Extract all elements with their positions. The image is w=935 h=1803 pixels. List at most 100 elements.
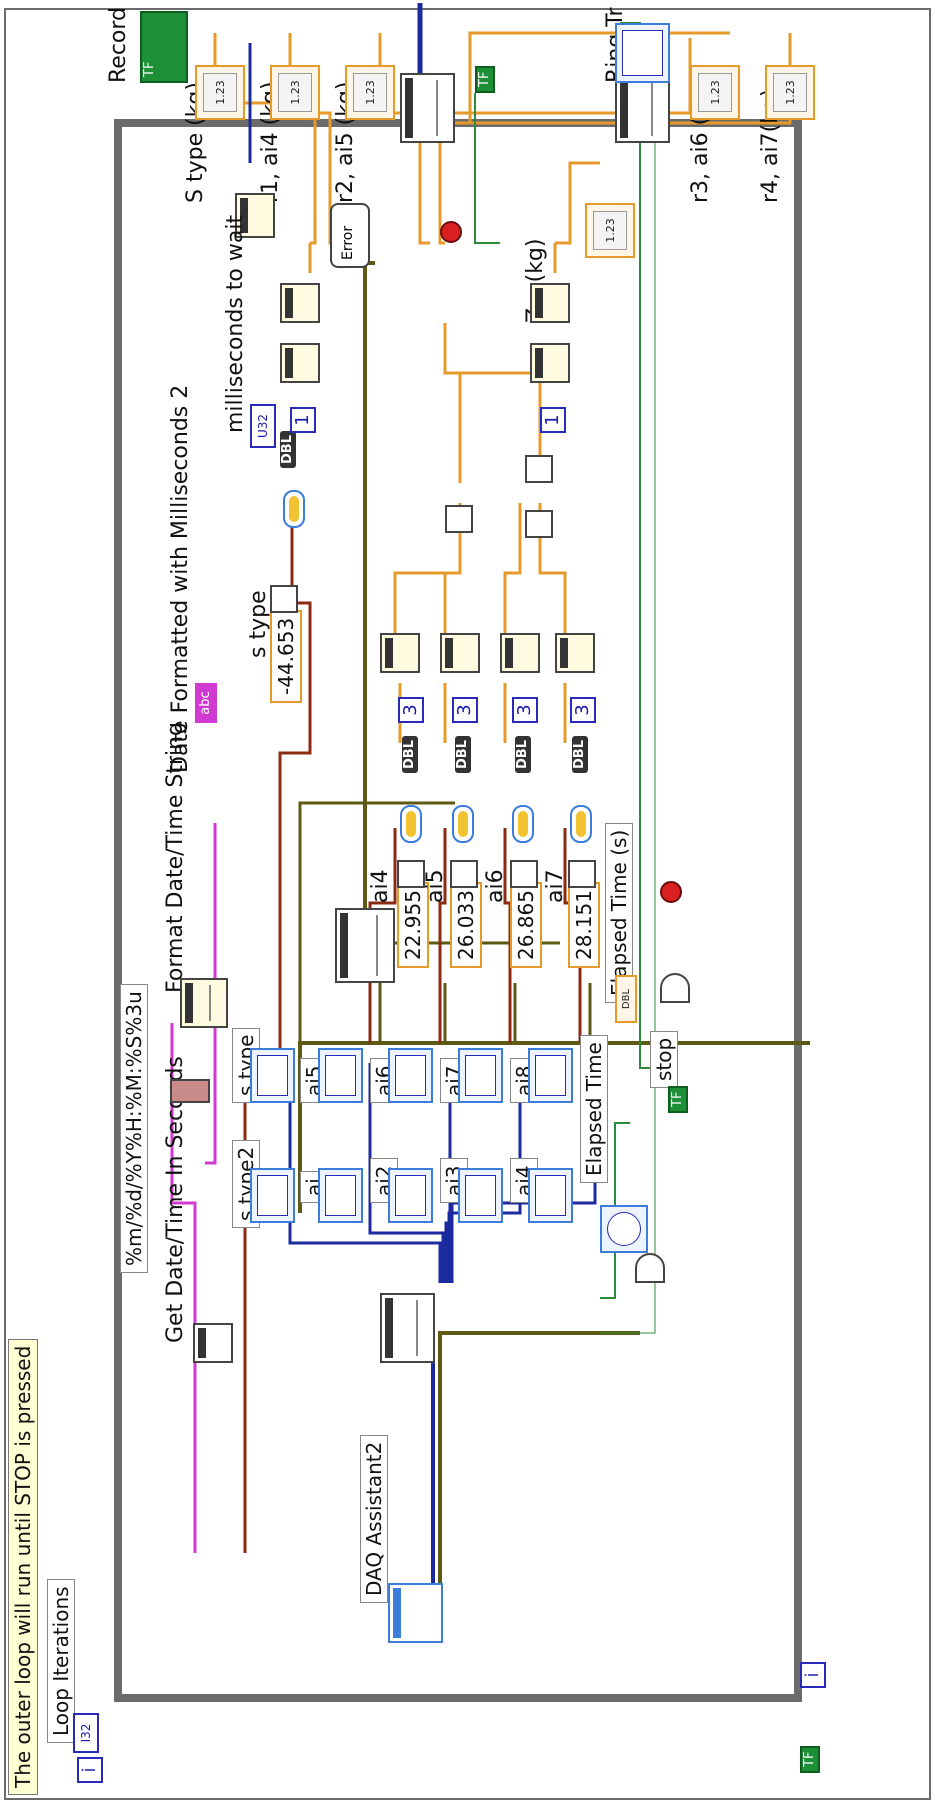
precision-1b[interactable]: 1 [540, 407, 566, 433]
build-array-node[interactable] [400, 73, 455, 143]
ai5-constant[interactable]: 26.033 [450, 882, 482, 968]
ai7-num-to-string[interactable] [555, 633, 595, 673]
ai7-mult-label: ai7 [545, 869, 567, 903]
stop-label: stop [650, 1031, 678, 1088]
ai5-graph[interactable] [318, 1048, 363, 1103]
daq-label: DAQ Assistant2 [360, 1435, 388, 1603]
ai5-cast[interactable] [452, 805, 474, 843]
add-node-2[interactable] [525, 510, 553, 538]
num-to-string-1b[interactable] [530, 283, 570, 323]
ai6-num-to-string[interactable] [500, 633, 540, 673]
add-node-3[interactable] [525, 455, 553, 483]
ai7-multiply[interactable] [568, 860, 596, 888]
num-tag: 1.23 [593, 211, 627, 250]
s-type-mult-label: s type [248, 590, 270, 658]
elapsed-time-label: Elapsed Time [580, 1035, 608, 1183]
r1-ai4-kg-indicator[interactable]: 1.23 [270, 65, 320, 120]
loop-iterations-label: Loop Iterations [47, 1579, 75, 1743]
outer-iteration-terminal: i [77, 1757, 103, 1783]
outer-shift-left: TF [800, 1746, 820, 1773]
to-dbl-node[interactable] [170, 1079, 210, 1103]
ring-graph[interactable] [615, 23, 670, 83]
dbl-tag-ms: DBL [280, 431, 296, 468]
s-type-graph[interactable] [250, 1048, 295, 1103]
u32-constant[interactable]: U32 [250, 404, 276, 448]
inner-iteration-terminal: i [800, 1662, 826, 1688]
s-type-multiply[interactable] [270, 585, 298, 613]
ai4-dbl: DBL [402, 736, 418, 773]
ai8-graph[interactable] [528, 1048, 573, 1103]
round-node-1b[interactable] [530, 343, 570, 383]
daq-assistant-node[interactable] [388, 1583, 443, 1643]
format-dt-label: Format Date/Time String [165, 722, 187, 993]
elapsed-time-node[interactable] [600, 1205, 648, 1253]
ai4-multiply[interactable] [397, 860, 425, 888]
dbl-tag: DBL [619, 979, 633, 1019]
ai2-graph[interactable] [388, 1168, 433, 1223]
round-node-1a[interactable] [280, 343, 320, 383]
ai7-constant[interactable]: 28.151 [568, 882, 600, 968]
ai6-cast[interactable] [512, 805, 534, 843]
precision-1a[interactable]: 1 [290, 407, 316, 433]
record-label: Record [108, 7, 130, 83]
format-string-constant[interactable]: %m/%d/%Y%H:%M:%S%3u [120, 984, 148, 1273]
ms-to-wait-label: milliseconds to wait [225, 215, 247, 433]
elapsed-time-s-indicator[interactable]: DBL [615, 975, 637, 1023]
ai4-graph[interactable] [528, 1168, 573, 1223]
ai6-multiply[interactable] [510, 860, 538, 888]
ai5-multiply[interactable] [450, 860, 478, 888]
loop-iterations-indicator[interactable]: I32 [73, 1713, 99, 1753]
ai6-constant[interactable]: 26.865 [510, 882, 542, 968]
build-array-node-2[interactable] [615, 73, 670, 143]
num-tag: 1.23 [698, 73, 732, 112]
inner-shift-right: TF [475, 66, 495, 93]
zz-kg-indicator[interactable]: 1.23 [585, 203, 635, 258]
ai4-cast[interactable] [400, 805, 422, 843]
add-node-1[interactable] [445, 505, 473, 533]
ai6-dbl: DBL [515, 736, 531, 773]
s-type2-graph[interactable] [250, 1168, 295, 1223]
num-tag: 1.23 [278, 73, 312, 112]
r2-ai5-kg-indicator[interactable]: 1.23 [345, 65, 395, 120]
stop-button[interactable]: TF [668, 1086, 688, 1113]
format-dt-node[interactable] [180, 978, 228, 1028]
ai-graph[interactable] [318, 1168, 363, 1223]
ai3-graph[interactable] [458, 1168, 503, 1223]
merge-signals-node[interactable] [335, 908, 395, 983]
r3-ai6-kg-indicator[interactable]: 1.23 [690, 65, 740, 120]
r4-ai7-kg-indicator[interactable]: 1.23 [765, 65, 815, 120]
get-dt-node[interactable] [193, 1323, 233, 1363]
wire-error-out [365, 263, 375, 943]
record-toggle[interactable]: TF [140, 11, 188, 83]
num-tag: 1.23 [353, 73, 387, 112]
or-gate-1[interactable] [635, 1253, 665, 1283]
s-type-cast[interactable] [283, 490, 305, 528]
ai5-dbl: DBL [455, 736, 471, 773]
ai7-graph[interactable] [458, 1048, 503, 1103]
num-to-string-1a[interactable] [280, 283, 320, 323]
s-type-kg-indicator[interactable]: 1.23 [195, 65, 245, 120]
ai4-num-to-string[interactable] [380, 633, 420, 673]
stop-led-red-2[interactable] [660, 881, 682, 903]
or-gate-2[interactable] [660, 973, 690, 1003]
ai5-num-to-string[interactable] [440, 633, 480, 673]
wire-numeric-out [400, 683, 565, 743]
ai5-mult-label: ai5 [425, 869, 447, 903]
s-type-constant[interactable]: -44.653 [270, 610, 302, 703]
ai6-graph[interactable] [388, 1048, 433, 1103]
ai7-precision[interactable]: 3 [570, 697, 596, 723]
ai5-precision[interactable]: 3 [452, 697, 478, 723]
ai7-cast[interactable] [570, 805, 592, 843]
split-signals-node[interactable] [380, 1293, 435, 1363]
num-tag: 1.23 [203, 73, 237, 112]
stop-led-red[interactable] [440, 221, 462, 243]
date-string-indicator[interactable]: abc [195, 683, 217, 723]
ai4-precision[interactable]: 3 [398, 697, 424, 723]
error-label: Error [340, 226, 356, 260]
ai4-mult-label: ai4 [370, 869, 392, 903]
ai6-precision[interactable]: 3 [512, 697, 538, 723]
error-cluster-node[interactable]: Error [330, 203, 370, 268]
ai6-mult-label: ai6 [485, 869, 507, 903]
